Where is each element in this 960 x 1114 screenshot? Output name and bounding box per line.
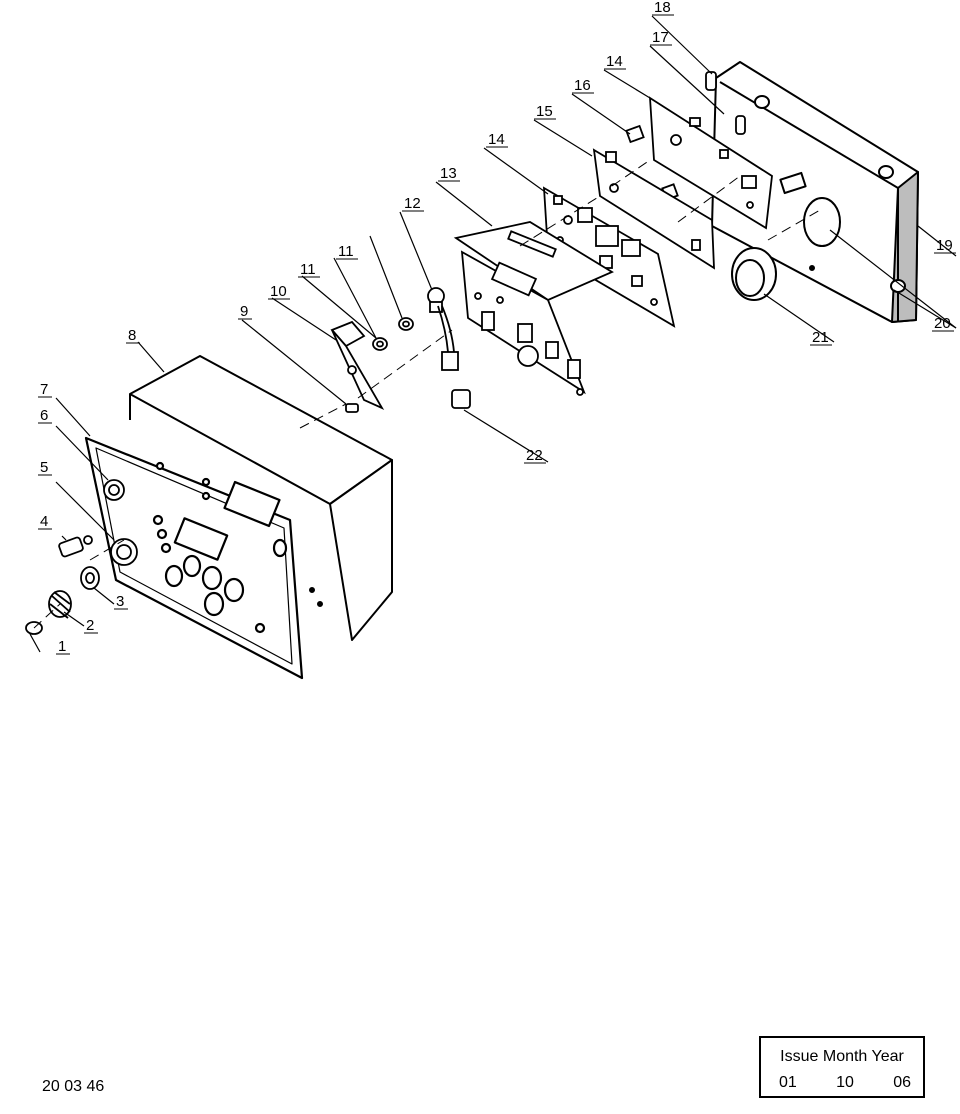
bushing-part-5 bbox=[110, 538, 138, 566]
connector-part-22 bbox=[451, 389, 471, 409]
callout-label: 7 bbox=[40, 381, 48, 398]
callout-label: 13 bbox=[440, 165, 457, 182]
front-panel-part-7 bbox=[84, 436, 304, 680]
callout-label: 14 bbox=[606, 53, 623, 70]
callout-label: 20 bbox=[934, 315, 951, 332]
issue-date-values: 01 10 06 bbox=[779, 1074, 911, 1092]
bushing-part-6 bbox=[103, 479, 125, 501]
callout-label: 22 bbox=[526, 447, 543, 464]
callout-label: 11 bbox=[300, 261, 316, 278]
callout-label: 17 bbox=[652, 29, 669, 46]
bracket-part-15 bbox=[592, 148, 715, 270]
issue-date-box: Issue Month Year 01 10 06 bbox=[759, 1036, 925, 1098]
callout-label: 14 bbox=[488, 131, 505, 148]
spacer-part-18 bbox=[705, 71, 717, 91]
callout-label: 18 bbox=[654, 0, 671, 16]
callout-label: 1 bbox=[58, 638, 66, 655]
circuit-board-part-14-lower bbox=[542, 186, 676, 328]
angle-bracket-part-10 bbox=[330, 320, 385, 410]
chassis-plate-part-13 bbox=[453, 221, 614, 396]
callout-label: 5 bbox=[40, 459, 48, 476]
assembly-axis-lines bbox=[33, 159, 821, 629]
callout-label: 9 bbox=[240, 303, 248, 320]
callout-label: 4 bbox=[40, 513, 48, 530]
callout-label: 12 bbox=[404, 195, 421, 212]
callout-label: 19 bbox=[936, 237, 953, 254]
callout-label: 10 bbox=[270, 283, 287, 300]
clip-part-9 bbox=[345, 403, 359, 413]
callout-label: 6 bbox=[40, 407, 48, 424]
washer-part-11-a bbox=[398, 317, 414, 331]
callout-label: 8 bbox=[128, 327, 136, 344]
fuse-holder-part-4 bbox=[58, 535, 93, 558]
document-number: 20 03 46 bbox=[42, 1078, 105, 1095]
callout-label: 15 bbox=[536, 103, 553, 120]
issue-month: 10 bbox=[836, 1074, 854, 1091]
back-plate-part-19 bbox=[711, 61, 919, 323]
leader-lines bbox=[29, 15, 957, 653]
washer-part-11-b bbox=[372, 337, 388, 351]
issue-date-header: Issue Month Year bbox=[780, 1048, 904, 1065]
callout-label: 3 bbox=[116, 593, 124, 610]
spacer-part-17 bbox=[735, 115, 746, 135]
nut-part-3 bbox=[80, 566, 100, 590]
callout-label: 11 bbox=[338, 243, 354, 260]
potentiometer-part-12 bbox=[427, 287, 459, 371]
issue-number: 01 bbox=[779, 1074, 797, 1091]
callout-label: 2 bbox=[86, 617, 94, 634]
grommet-part-21 bbox=[731, 247, 777, 301]
issue-year: 06 bbox=[893, 1074, 911, 1091]
circuit-board-part-14-upper bbox=[648, 96, 773, 230]
callout-underlines bbox=[38, 14, 956, 655]
housing-part-8 bbox=[129, 355, 393, 641]
callout-label: 16 bbox=[574, 77, 591, 94]
callout-label: 21 bbox=[812, 329, 829, 346]
knob-part-2 bbox=[48, 590, 72, 619]
callout-labels: 1 2 3 4 5 6 7 8 9 10 11 11 12 13 14 14 1… bbox=[40, 0, 953, 655]
